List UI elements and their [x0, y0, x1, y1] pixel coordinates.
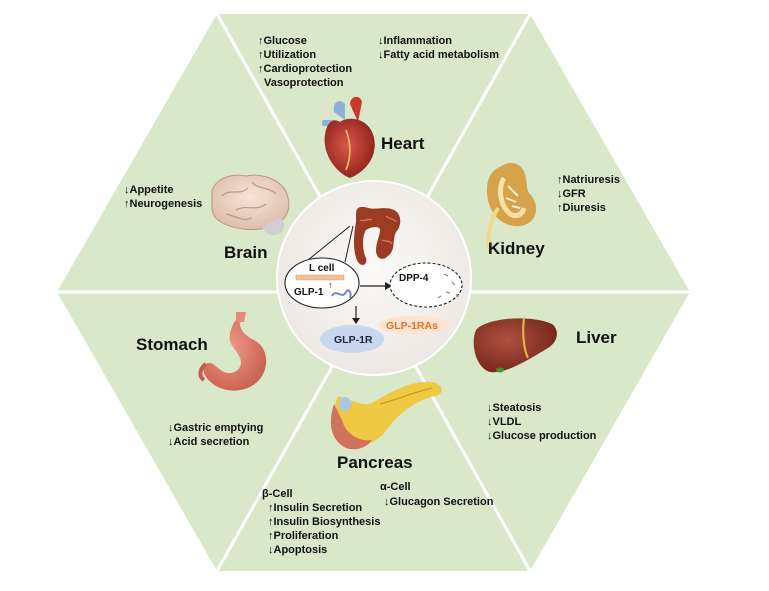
kidney-title: Kidney	[488, 239, 545, 258]
l-cell-membrane	[295, 274, 345, 281]
heart-effects-right: ↓Inflammation ↓Fatty acid metabolism	[378, 35, 499, 61]
brain-sector: ↓Appetite ↑Neurogenesis Brain	[124, 174, 290, 262]
brain-title: Brain	[224, 243, 267, 262]
glp1-label: GLP-1	[294, 287, 324, 298]
brain-effect-2: ↑Neurogenesis	[124, 198, 202, 210]
glp1ras-label: GLP-1RAs	[386, 320, 438, 332]
liver-title: Liver	[576, 328, 617, 347]
sector-dividers	[55, 12, 692, 573]
liver-icon	[473, 317, 557, 373]
kidney-sector: ↑Natriuresis ↓GFR ↑Diuresis Kidney	[486, 162, 620, 258]
pancreas-beta-effects: β-Cell ↑Insulin Secretion ↑Insulin Biosy…	[262, 488, 380, 556]
pancreas-icon	[330, 381, 442, 450]
beta-effect-3: ↑Proliferation	[268, 530, 339, 542]
brain-effects: ↓Appetite ↑Neurogenesis	[124, 184, 202, 210]
alpha-effect-1: ↓Glucagon Secretion	[384, 496, 494, 508]
heart-effect-1: ↑Glucose	[258, 35, 307, 47]
stomach-icon	[198, 312, 267, 391]
brain-icon	[211, 174, 290, 236]
kidney-icon	[486, 162, 537, 253]
liver-effect-3: ↓Glucose production	[487, 430, 597, 442]
glp1-arrow-up: ↑	[328, 280, 333, 290]
pancreas-sector: Pancreas β-Cell ↑Insulin Secretion ↑Insu…	[262, 381, 494, 556]
beta-effect-1: ↑Insulin Secretion	[268, 502, 362, 514]
pancreas-alpha-effects: α-Cell ↓Glucagon Secretion	[380, 481, 494, 508]
beta-cell-header: β-Cell	[262, 488, 293, 500]
heart-icon	[322, 96, 375, 178]
alpha-cell-header: α-Cell	[380, 481, 411, 493]
dpp4-fragments-icon	[437, 273, 459, 299]
stomach-sector: Stomach ↓Gastric emptying ↓Acid secretio…	[136, 312, 267, 448]
glp1r-label: GLP-1R	[334, 334, 373, 346]
liver-effect-2: ↓VLDL	[487, 416, 522, 428]
heart-effect-5: ↓Inflammation	[378, 35, 452, 47]
heart-effect-6: ↓Fatty acid metabolism	[378, 49, 499, 61]
dpp4-oval	[389, 262, 463, 308]
heart-sector: ↑Glucose ↑Utilization ↑Cardioprotection …	[258, 35, 499, 178]
heart-effect-4: Vasoprotection	[264, 77, 344, 89]
beta-effect-2: ↑Insulin Biosynthesis	[268, 516, 380, 528]
stomach-effect-1: ↓Gastric emptying	[168, 422, 263, 434]
center-circle: L cell GLP-1 ↑ DPP-4 GLP-1R GLP-1RAs	[276, 180, 472, 376]
glp1-peptide-icon	[331, 289, 352, 299]
liver-sector: Liver ↓Steatosis ↓VLDL ↓Glucose producti…	[473, 317, 617, 442]
liver-effects: ↓Steatosis ↓VLDL ↓Glucose production	[487, 402, 597, 442]
dpp4-label: DPP-4	[399, 273, 429, 284]
stomach-title: Stomach	[136, 335, 208, 354]
kidney-effect-3: ↑Diuresis	[557, 202, 606, 214]
kidney-effect-2: ↓GFR	[557, 188, 586, 200]
brain-effect-1: ↓Appetite	[124, 184, 174, 196]
heart-effect-3: ↑Cardioprotection	[258, 63, 352, 75]
stomach-effects: ↓Gastric emptying ↓Acid secretion	[168, 422, 263, 448]
heart-effects-left: ↑Glucose ↑Utilization ↑Cardioprotection …	[258, 35, 352, 89]
l-cell-label: L cell	[309, 263, 335, 274]
kidney-effects: ↑Natriuresis ↓GFR ↑Diuresis	[557, 174, 620, 214]
glp1r-oval	[320, 325, 384, 353]
kidney-effect-1: ↑Natriuresis	[557, 174, 620, 186]
beta-effect-4: ↓Apoptosis	[268, 544, 327, 556]
stomach-effect-2: ↓Acid secretion	[168, 436, 250, 448]
colon-icon	[354, 206, 401, 265]
pancreas-title: Pancreas	[337, 453, 413, 472]
heart-title: Heart	[381, 134, 425, 153]
heart-effect-2: ↑Utilization	[258, 49, 316, 61]
liver-effect-1: ↓Steatosis	[487, 402, 541, 414]
